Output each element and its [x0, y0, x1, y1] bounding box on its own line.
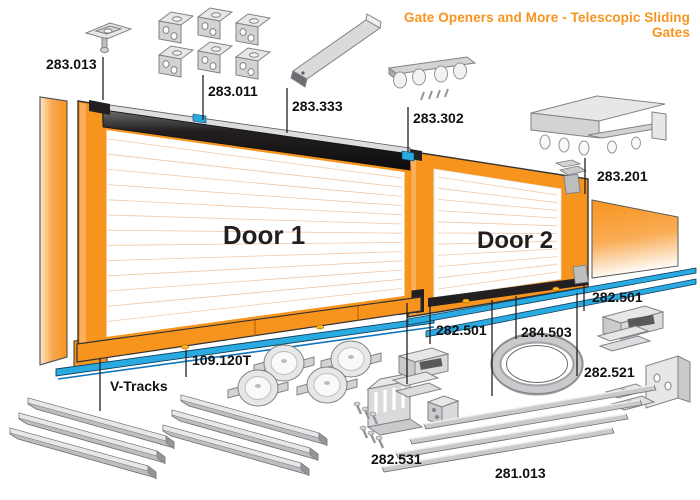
- left-wall: [39, 96, 68, 366]
- part-282-501-mid-illustration: [391, 347, 450, 398]
- label-v-tracks: V-Tracks: [110, 378, 168, 394]
- label-283-011: 283.011: [208, 83, 258, 99]
- part-283-011-illustration: [158, 7, 271, 80]
- part-282-501-right-illustration: [596, 305, 665, 352]
- label-283-013: 283.013: [46, 56, 97, 72]
- label-283-333: 283.333: [292, 98, 343, 114]
- screws: [353, 401, 385, 449]
- door2-top-latch: [554, 159, 588, 195]
- right-wall: [591, 199, 679, 279]
- door2-bottom-latch: [572, 264, 589, 285]
- part-283-201-illustration: [530, 95, 667, 156]
- ground-v-track: [55, 267, 697, 380]
- label-281-013: 281.013: [495, 465, 546, 481]
- door-1: [73, 100, 422, 368]
- label-282-531: 282.531: [371, 451, 422, 467]
- part-283-333-illustration: [290, 13, 382, 88]
- v-tracks-illustration: [9, 394, 328, 480]
- label-283-302: 283.302: [413, 110, 464, 126]
- label-284-503: 284.503: [521, 324, 572, 340]
- label-109-120T: 109.120T: [192, 352, 252, 368]
- part-281-013-illustration: [381, 384, 657, 473]
- label-282-501-right: 282.501: [592, 289, 643, 305]
- door-2: [399, 148, 589, 318]
- door1-top-cap: [89, 100, 110, 115]
- door1-top-track: [89, 100, 415, 171]
- door1-panel-lines: [107, 138, 403, 322]
- leader-lines: [99, 57, 586, 411]
- door1-bottom-rail: [76, 296, 422, 363]
- page-title: Gate Openers and More - Telescopic Slidi…: [403, 10, 690, 40]
- track-end-clip: [401, 150, 415, 162]
- part-284-503-illustration: [490, 332, 584, 396]
- label-282-521: 282.521: [584, 364, 635, 380]
- part-109-120T-illustration: [227, 340, 382, 407]
- rail-wheel-markers: [181, 286, 560, 350]
- part-283-013-illustration: [84, 22, 133, 53]
- door2-panel-lines: [437, 176, 558, 290]
- label-282-501-mid: 282.501: [436, 322, 487, 338]
- door2-label: Door 2: [476, 227, 553, 254]
- label-283-201: 283.201: [597, 168, 648, 184]
- door1-label: Door 1: [222, 220, 306, 250]
- part-283-302-illustration: [387, 56, 477, 101]
